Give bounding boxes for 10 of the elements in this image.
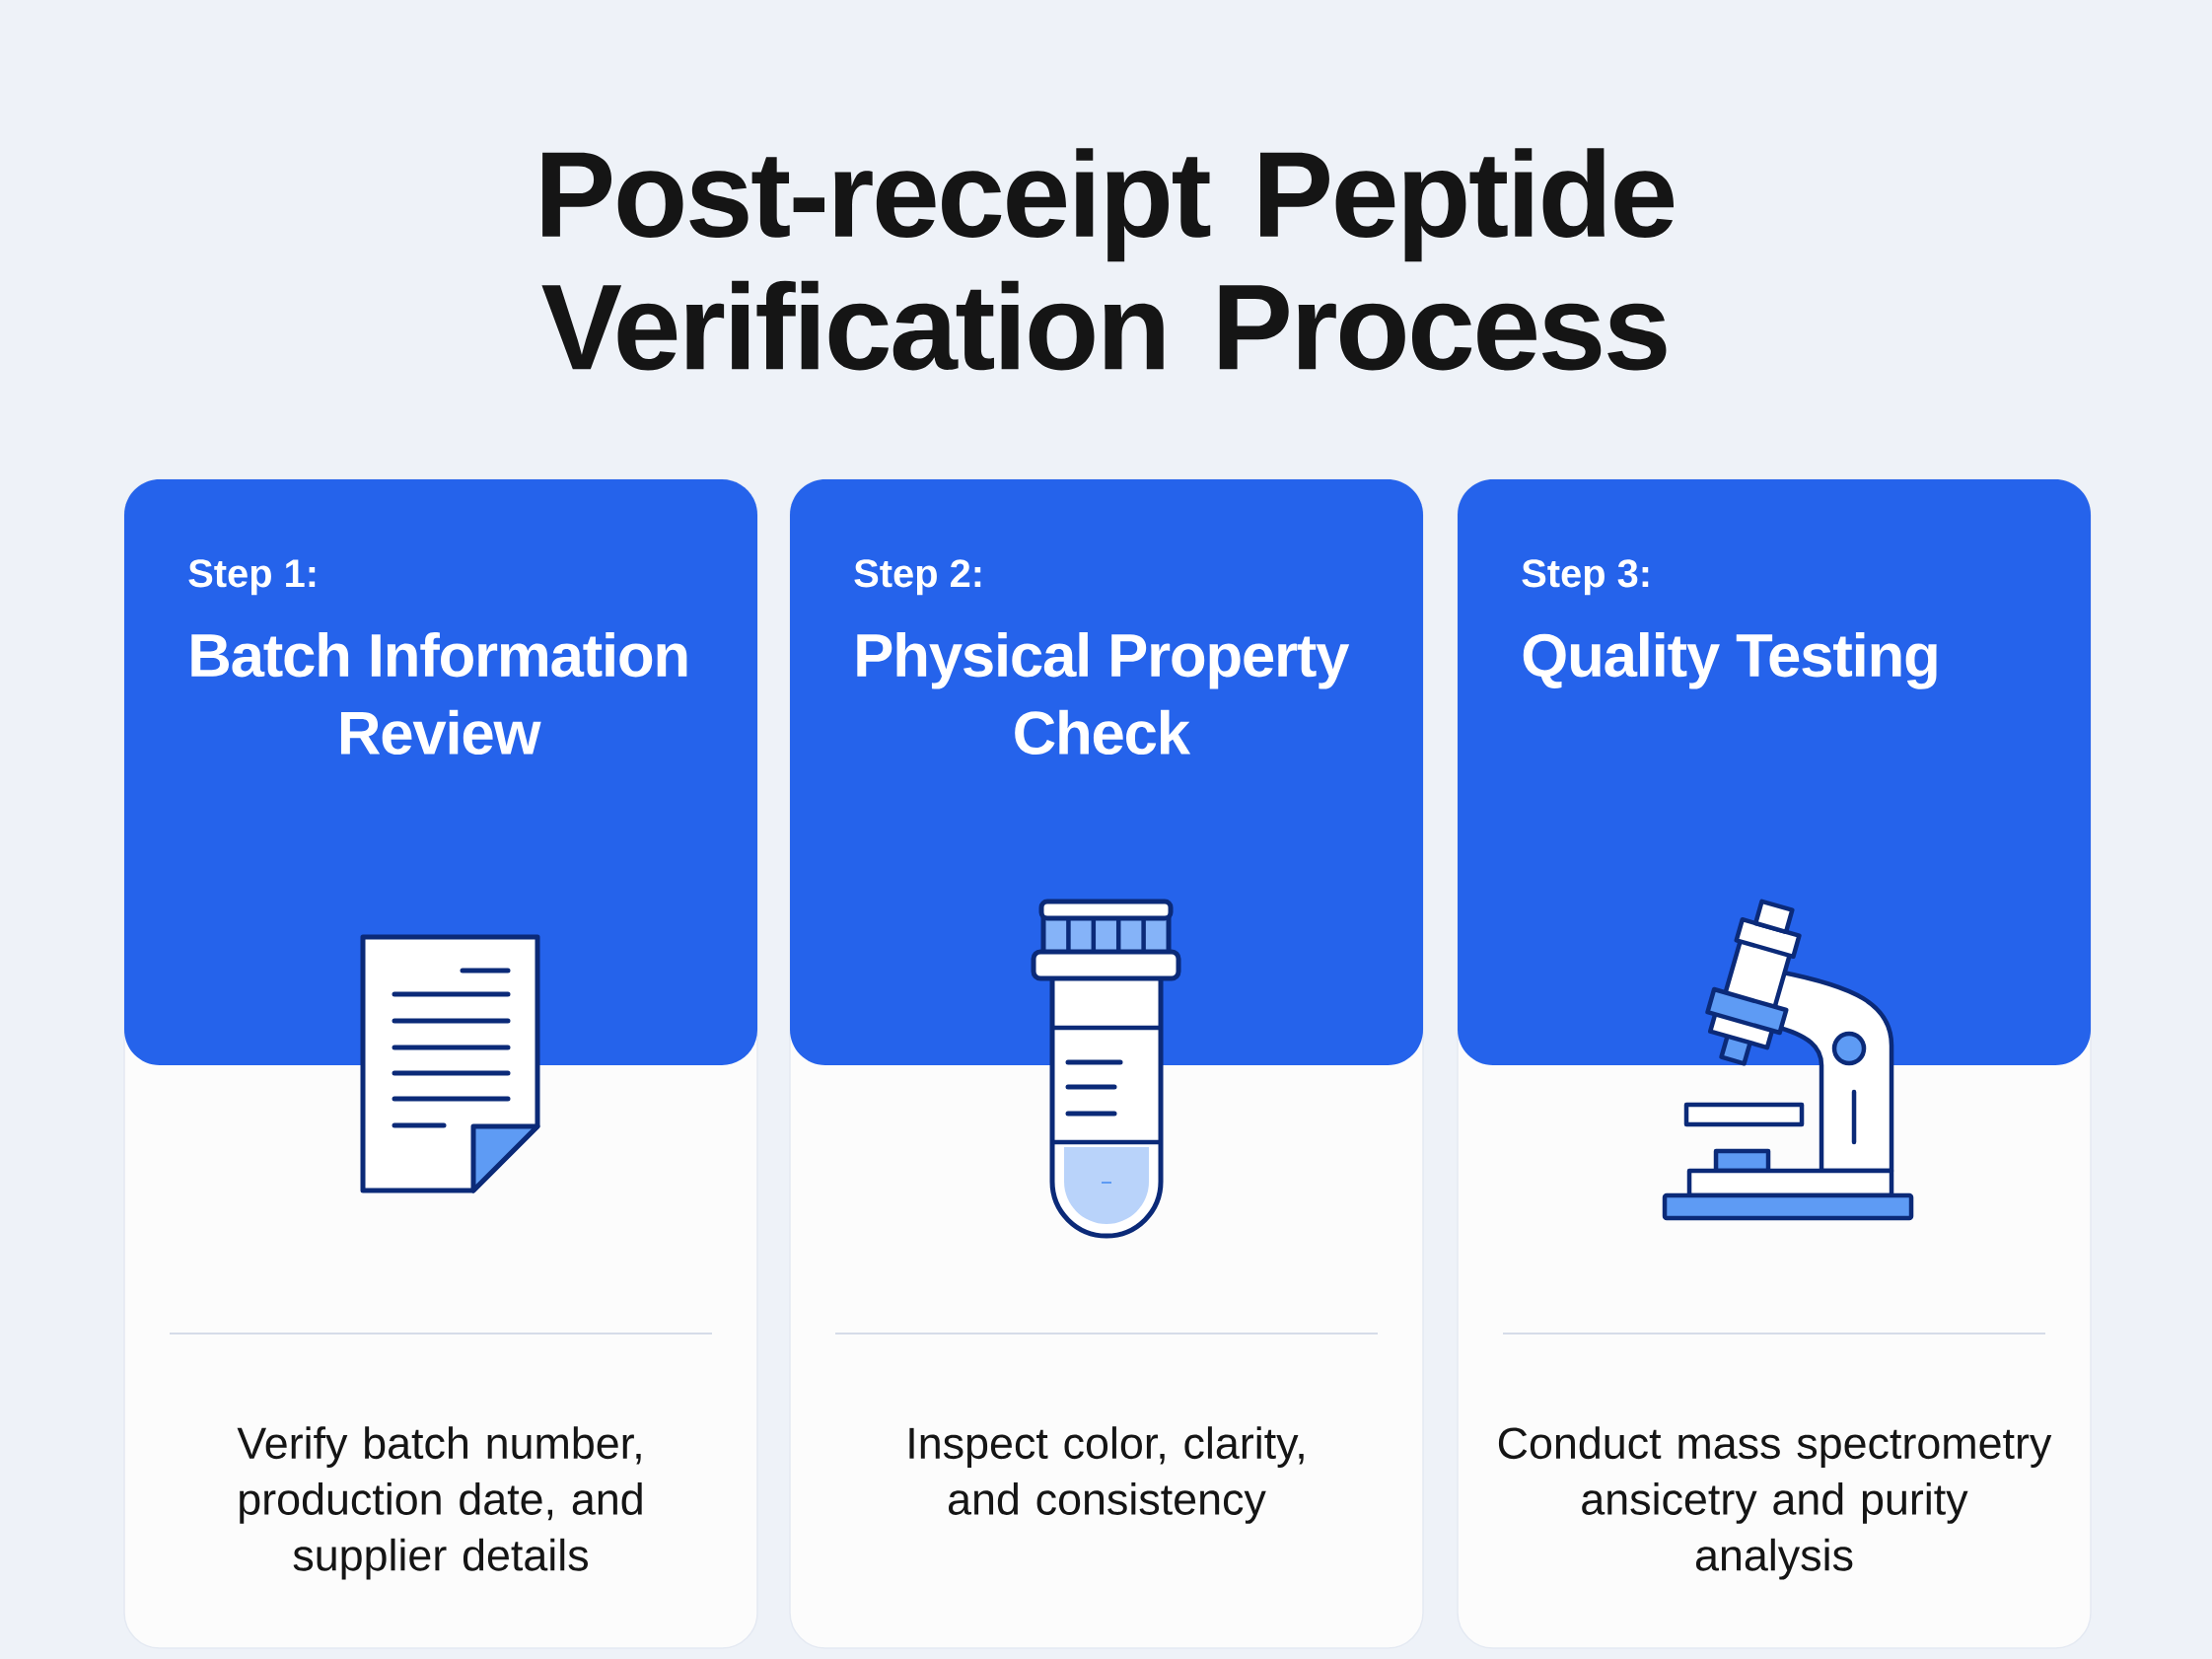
card-heading: Batch Information Review (191, 632, 687, 756)
title: Post-receipt Peptide Verification Process (541, 148, 1675, 371)
card-description: Conduct mass spectrometry ansicetry and purity analysis (1498, 1426, 2052, 1580)
step-label: Step 1: (188, 559, 316, 596)
step-label: Step 2: (854, 559, 981, 596)
card-description: Verify batch number, production date, and supplier details (237, 1426, 642, 1580)
card-heading: Quality Testing (1523, 632, 1937, 689)
card-heading: Physical Property Check (857, 632, 1350, 756)
card-description: Inspect color, clarity, and consistency (909, 1426, 1304, 1524)
step-label: Step 3: (1522, 559, 1649, 596)
